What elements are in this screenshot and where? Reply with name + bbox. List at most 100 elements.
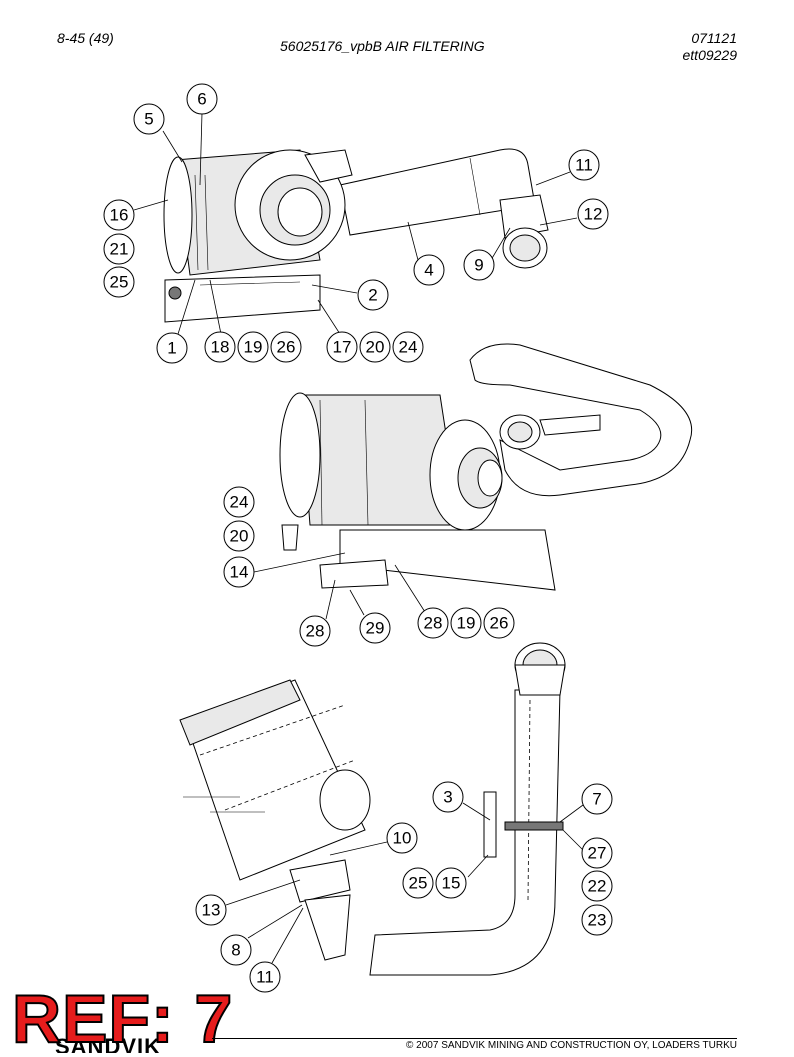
view-2-leaders: [253, 552, 426, 620]
brand-logo-text: SANDVIK: [55, 1036, 162, 1053]
callout-24-top: 24: [392, 331, 424, 363]
callout-28-left: 28: [299, 615, 331, 647]
svg-text:17: 17: [333, 338, 352, 357]
air-filter-assembly-view-2: [279, 343, 693, 591]
callout-13: 13: [195, 894, 227, 926]
svg-text:23: 23: [588, 911, 607, 930]
callout-1: 1: [156, 332, 188, 364]
callout-23: 23: [581, 904, 613, 936]
svg-text:7: 7: [592, 790, 601, 809]
filter-cover: [163, 156, 193, 274]
filter-cover-2: [279, 392, 321, 518]
pipe-elbow: [499, 194, 549, 239]
svg-text:11: 11: [575, 156, 593, 175]
filter-cover-3: [179, 679, 301, 746]
drawing-code: ett09229: [682, 47, 738, 63]
pipe-bracket: [539, 414, 601, 436]
callout-14: 14: [223, 556, 255, 588]
svg-text:28: 28: [306, 622, 325, 641]
svg-text:22: 22: [588, 877, 607, 896]
svg-text:29: 29: [366, 619, 385, 638]
document-title: 56025176_vpbB AIR FILTERING: [280, 38, 485, 54]
svg-text:21: 21: [110, 240, 129, 259]
view-3-leaders: [225, 802, 584, 964]
elbow-connector: [304, 894, 351, 961]
callout-8: 8: [220, 934, 252, 966]
callout-6: 6: [186, 83, 218, 115]
page-number: 8-45 (49): [57, 30, 114, 46]
svg-text:18: 18: [211, 338, 230, 357]
svg-text:14: 14: [230, 563, 249, 582]
bracket-plate: [319, 559, 389, 589]
svg-text:26: 26: [490, 614, 509, 633]
callout-22: 22: [581, 870, 613, 902]
pipe-support-bracket: [483, 791, 497, 858]
callout-24-mid: 24: [223, 486, 255, 518]
callout-20-top: 20: [359, 331, 391, 363]
filter-outlet-3: [319, 769, 371, 831]
inlet-hood: [304, 149, 353, 183]
callout-16: 16: [103, 199, 135, 231]
callout-19-mid: 19: [450, 607, 482, 639]
svg-text:15: 15: [442, 874, 461, 893]
air-filter-assembly-view-3: [179, 642, 566, 976]
dust-valve: [168, 286, 182, 300]
callout-9: 9: [463, 249, 495, 281]
copyright-notice: © 2007 SANDVIK MINING AND CONSTRUCTION O…: [406, 1040, 737, 1051]
svg-text:10: 10: [393, 829, 412, 848]
callout-19-top: 19: [237, 331, 269, 363]
svg-text:24: 24: [230, 493, 249, 512]
callout-26-mid: 26: [483, 607, 515, 639]
view-1-leaders: [133, 112, 578, 335]
callout-21: 21: [103, 233, 135, 265]
connector-hose: [289, 859, 351, 903]
document-date: 071121: [691, 30, 737, 46]
date-code-block: 071121 ett09229: [683, 30, 738, 64]
reference-stamp: REF: 7: [11, 981, 234, 1057]
svg-text:25: 25: [110, 273, 129, 292]
mounting-bracket: [164, 274, 321, 323]
outlet-pipe: [339, 148, 536, 236]
callout-5: 5: [133, 103, 165, 135]
callout-29: 29: [359, 612, 391, 644]
svg-text:26: 26: [277, 338, 296, 357]
svg-text:27: 27: [588, 844, 607, 863]
dust-valve-2: [281, 524, 299, 551]
svg-text:24: 24: [399, 338, 418, 357]
svg-text:28: 28: [424, 614, 443, 633]
svg-text:12: 12: [584, 205, 603, 224]
callout-11-bottom: 11: [249, 961, 281, 993]
svg-text:20: 20: [230, 527, 249, 546]
support-bracket: [339, 529, 556, 591]
intake-pipe: [469, 343, 693, 497]
callout-25-bottom: 25: [402, 867, 434, 899]
svg-text:8: 8: [231, 941, 240, 960]
callout-25-top: 25: [103, 266, 135, 298]
footer-divider: [212, 1038, 737, 1039]
svg-text:2: 2: [368, 286, 377, 305]
callout-20-mid: 20: [223, 520, 255, 552]
svg-text:13: 13: [202, 901, 221, 920]
callout-27: 27: [581, 837, 613, 869]
callout-28-right: 28: [417, 607, 449, 639]
svg-text:1: 1: [167, 339, 176, 358]
callout-15: 15: [435, 867, 467, 899]
svg-text:19: 19: [457, 614, 476, 633]
vertical-intake-pipe: [369, 689, 561, 976]
svg-text:20: 20: [366, 338, 385, 357]
svg-text:5: 5: [144, 110, 153, 129]
callout-11-top: 11: [568, 149, 600, 181]
pipe-clamp: [504, 821, 564, 831]
callout-3: 3: [432, 781, 464, 813]
svg-text:16: 16: [110, 206, 129, 225]
callout-12: 12: [577, 198, 609, 230]
air-filter-assembly-view-1: [163, 148, 549, 323]
callout-4: 4: [413, 254, 445, 286]
svg-text:25: 25: [409, 874, 428, 893]
callout-2: 2: [357, 279, 389, 311]
svg-text:3: 3: [443, 788, 452, 807]
svg-text:4: 4: [424, 261, 433, 280]
callout-10: 10: [386, 822, 418, 854]
svg-text:19: 19: [244, 338, 263, 357]
callout-18: 18: [204, 331, 236, 363]
